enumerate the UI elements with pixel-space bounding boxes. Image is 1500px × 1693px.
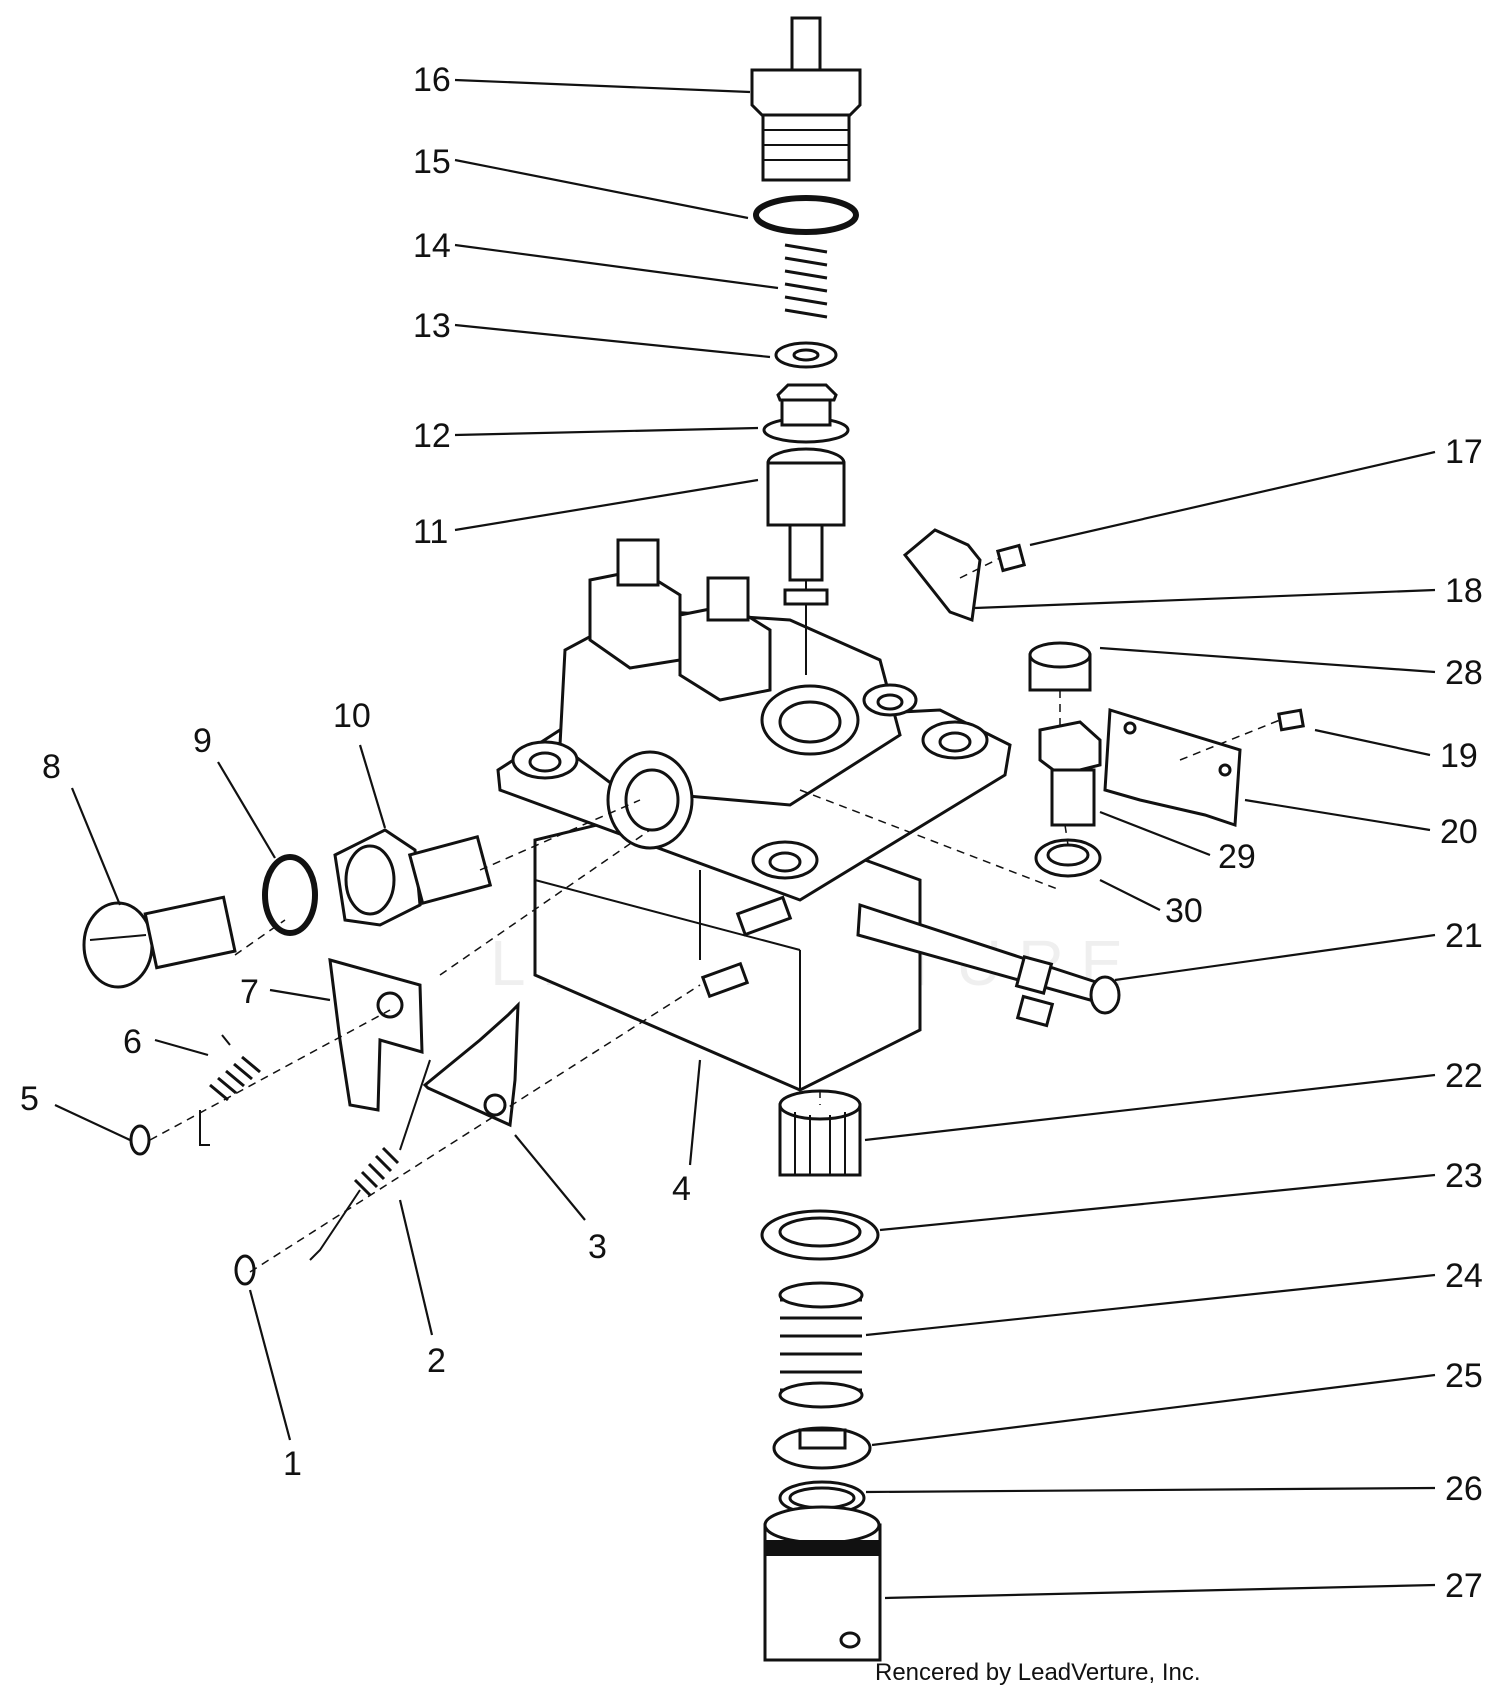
label-4: 4 bbox=[672, 1170, 691, 1208]
part-labels: 16 15 14 13 12 11 17 18 28 19 20 29 30 2… bbox=[20, 61, 1483, 1605]
assembly-centerlines bbox=[149, 557, 1281, 1273]
pump-body bbox=[496, 538, 1012, 1092]
label-17: 17 bbox=[1445, 433, 1483, 471]
label-28: 28 bbox=[1445, 654, 1483, 692]
label-1: 1 bbox=[283, 1445, 302, 1483]
governor-linkage bbox=[129, 957, 520, 1286]
label-9: 9 bbox=[193, 722, 212, 760]
control-rack bbox=[856, 902, 1121, 1028]
label-3: 3 bbox=[588, 1228, 607, 1266]
label-24: 24 bbox=[1445, 1257, 1483, 1295]
label-18: 18 bbox=[1445, 572, 1483, 610]
label-16: 16 bbox=[413, 61, 451, 99]
label-15: 15 bbox=[413, 143, 451, 181]
label-29: 29 bbox=[1218, 838, 1256, 876]
label-27: 27 bbox=[1445, 1567, 1483, 1605]
label-23: 23 bbox=[1445, 1157, 1483, 1195]
delivery-valve-stack bbox=[750, 16, 862, 675]
label-19: 19 bbox=[1440, 737, 1478, 775]
label-14: 14 bbox=[413, 227, 451, 265]
leader-lines bbox=[54, 78, 1436, 1600]
credit-text: Rencered by LeadVerture, Inc. bbox=[875, 1659, 1201, 1686]
plunger-stack bbox=[760, 1089, 882, 1662]
label-21: 21 bbox=[1445, 917, 1483, 955]
label-8: 8 bbox=[42, 748, 61, 786]
label-10: 10 bbox=[333, 697, 371, 735]
label-22: 22 bbox=[1445, 1057, 1483, 1095]
label-2: 2 bbox=[427, 1342, 446, 1380]
label-6: 6 bbox=[123, 1023, 142, 1061]
label-20: 20 bbox=[1440, 813, 1478, 851]
label-11: 11 bbox=[413, 513, 448, 551]
label-5: 5 bbox=[20, 1080, 39, 1118]
label-30: 30 bbox=[1165, 892, 1203, 930]
label-12: 12 bbox=[413, 417, 451, 455]
label-25: 25 bbox=[1445, 1357, 1483, 1395]
right-side-parts bbox=[902, 528, 1305, 878]
label-7: 7 bbox=[240, 973, 259, 1011]
banjo-bolt-assembly bbox=[82, 828, 493, 989]
label-26: 26 bbox=[1445, 1470, 1483, 1508]
label-13: 13 bbox=[413, 307, 451, 345]
